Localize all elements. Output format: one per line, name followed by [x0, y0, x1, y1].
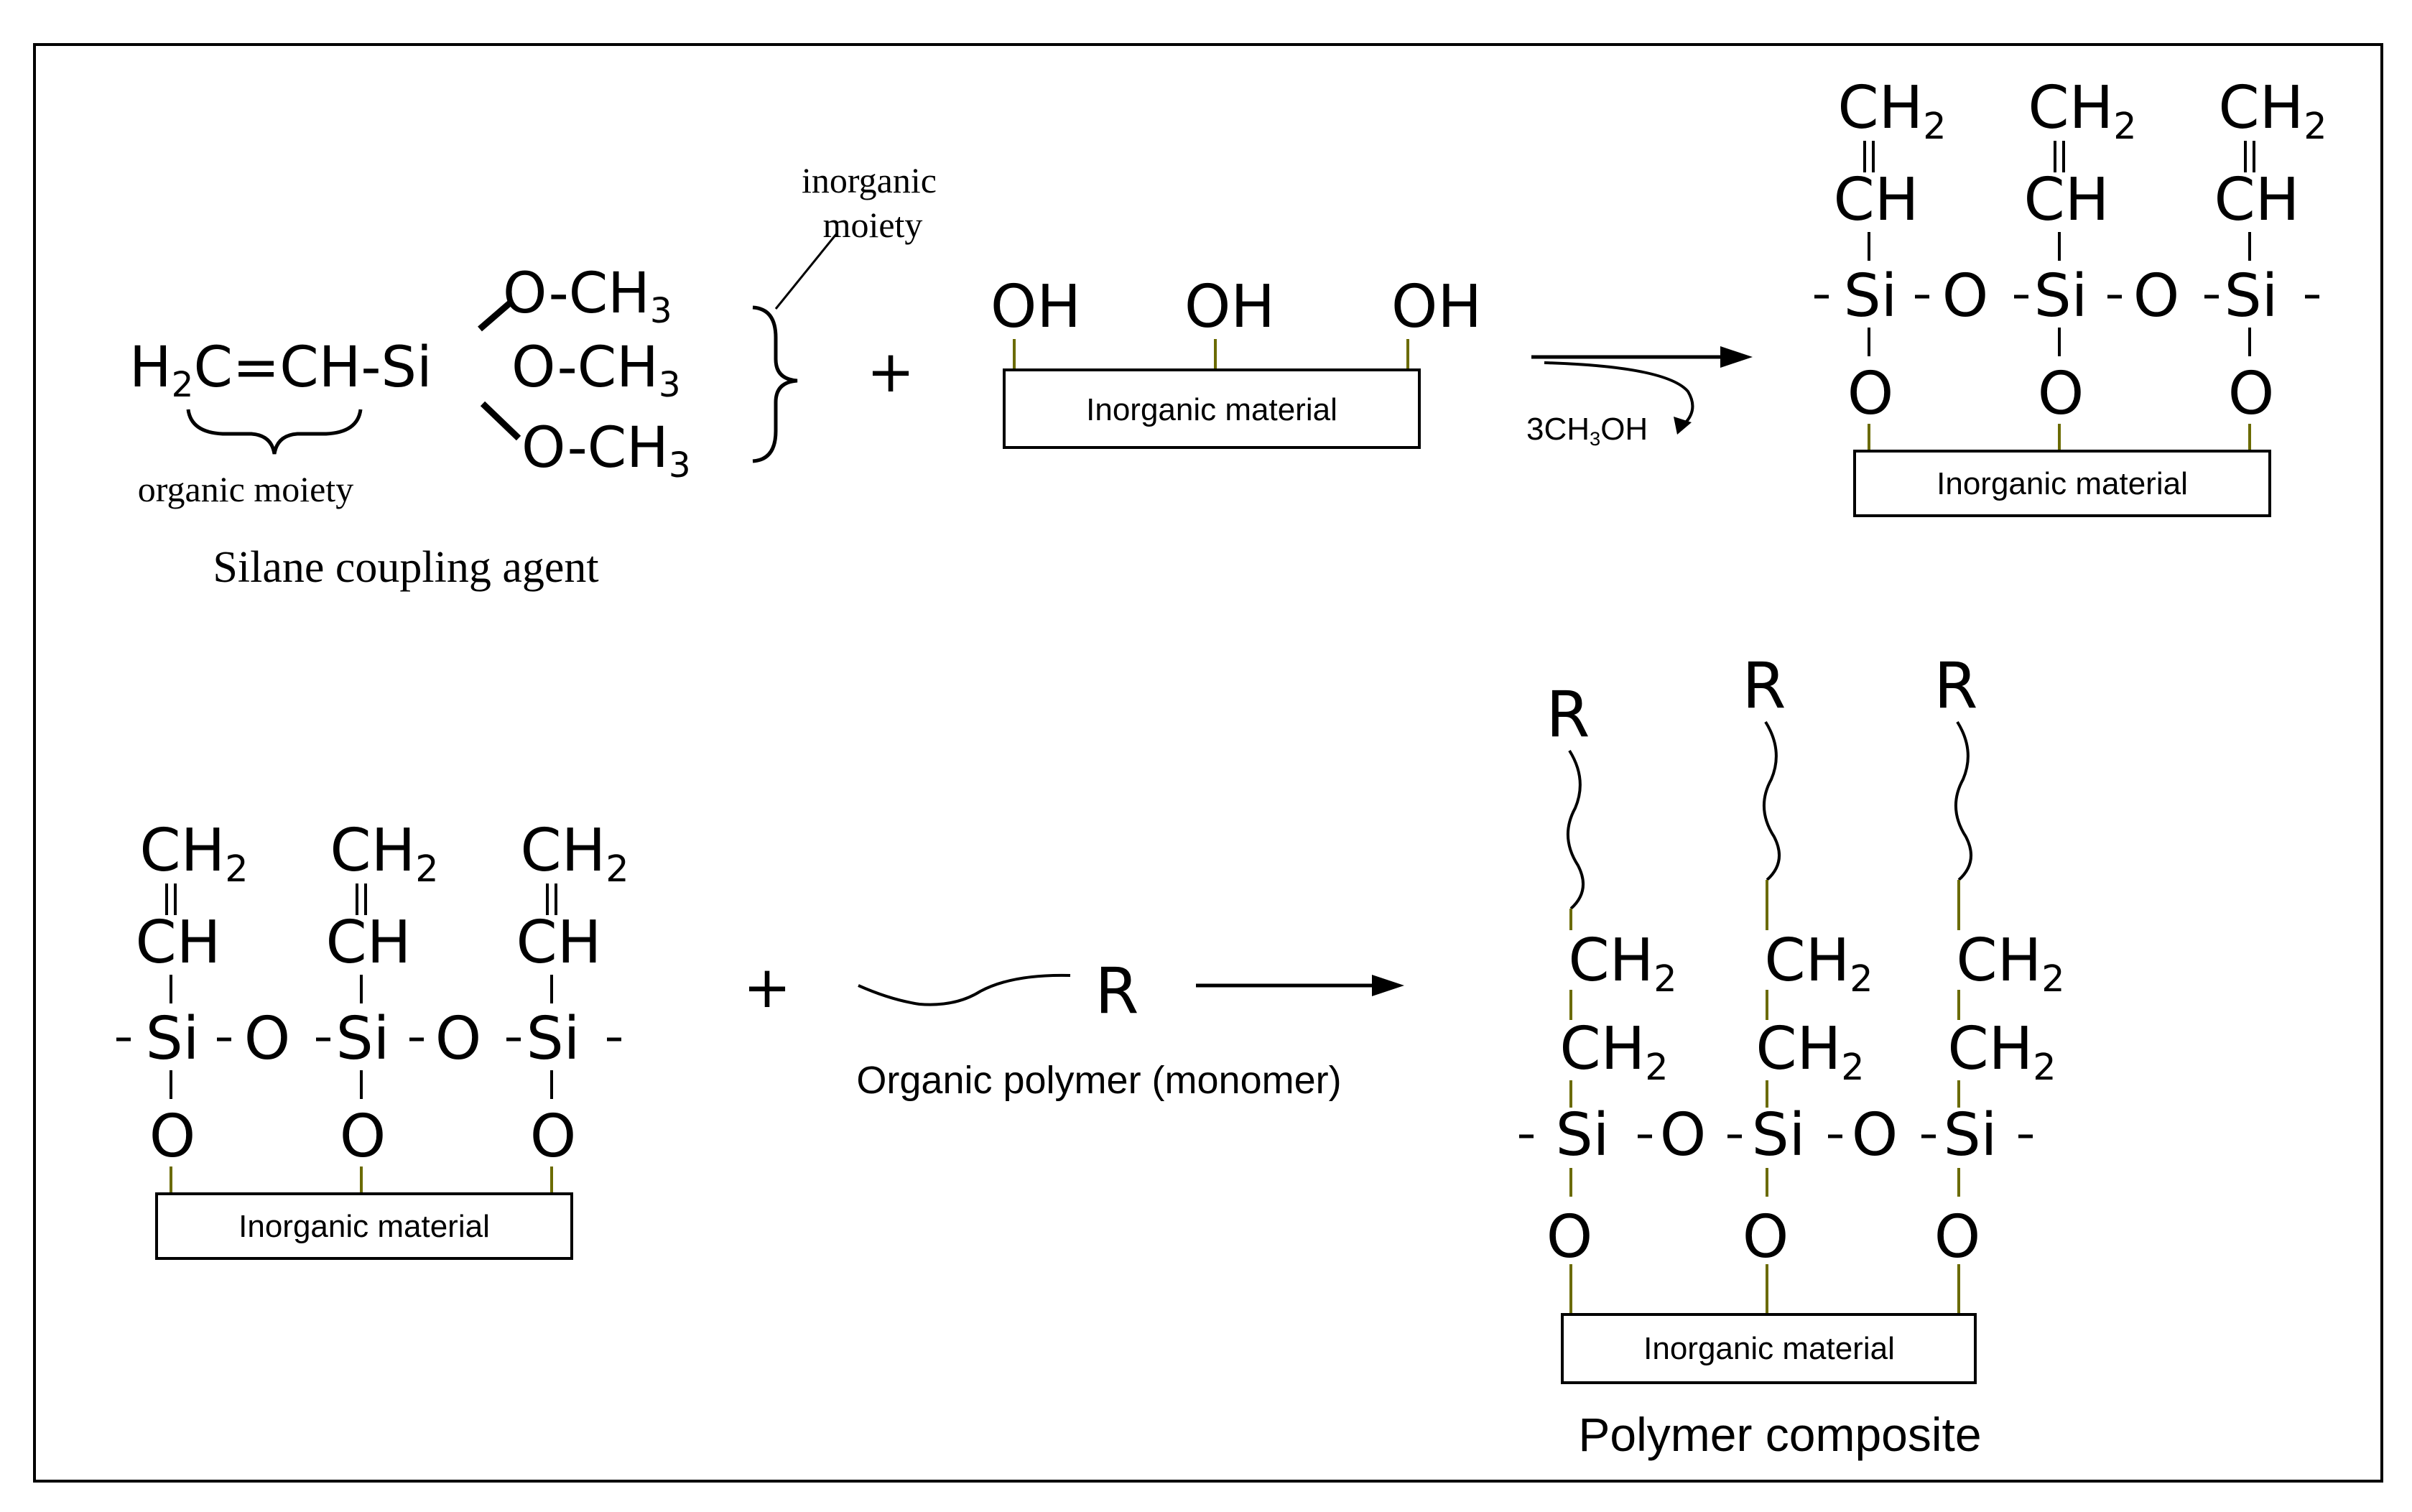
composite-si-1: Si: [1556, 1101, 1610, 1169]
inorganic-pointer: [774, 233, 838, 310]
bond-si-o-bottom: [480, 401, 521, 441]
inorganic-brace: [752, 305, 798, 463]
composite-substrate-box: [1561, 1313, 1977, 1384]
composite-ch2-lower-1: CH2: [1559, 1015, 1668, 1088]
top-vinyl-si-3: Si: [2225, 262, 2278, 330]
top-vinyl-si-2: Si: [2034, 262, 2088, 330]
monomer-caption: Organic polymer (monomer): [856, 1059, 1341, 1102]
top-vinyl-si-1: Si: [1844, 262, 1898, 330]
bottom-vinyl-substrate-box: [155, 1192, 573, 1260]
top-vinyl-ch2-1: CH2: [1837, 74, 1946, 147]
bottom-vinyl-si-3: Si: [527, 1005, 580, 1073]
hydroxylated-substrate: OH OH OH Inorganic material: [991, 273, 1482, 449]
bottom-vinyl-ch-2: CH: [326, 909, 412, 977]
bottom-vinyl-o-1: O: [149, 1103, 196, 1171]
silane-reagent: H2C=CH-Si O-CH3 O-CH3 O-CH3 inorganic mo…: [129, 160, 937, 592]
composite-si-3: Si: [1944, 1101, 1998, 1169]
monomer-r-group: R: [1095, 954, 1138, 1028]
top-vinyl-ch-1: CH: [1834, 166, 1919, 234]
bond-si-o-top: [478, 299, 514, 332]
top-vinyl-bridge-o-2: O: [2133, 262, 2180, 330]
bottom-vinyl-double-bond-3: [546, 883, 557, 915]
polymer-chain-wave: [858, 973, 1071, 1006]
reaction-arrow-top: 3CH3OH: [1526, 346, 1753, 450]
top-vinyl-substrate-box: [1853, 450, 2271, 517]
bottom-vinyl-o-2: O: [340, 1103, 386, 1171]
top-vinyl-o-1: O: [1847, 360, 1894, 428]
bottom-vinyl-ch2-1: CH2: [139, 817, 248, 890]
outer-frame: [33, 43, 2383, 1483]
bottom-vinyl-si-1: Si: [146, 1005, 200, 1073]
organic-brace: [186, 409, 363, 455]
plus-bottom: +: [743, 954, 791, 1021]
bottom-vinyl-si-2: Si: [336, 1005, 390, 1073]
composite-o-1: O: [1546, 1203, 1593, 1271]
composite-polymer-tail-1: [1567, 749, 1585, 910]
bottom-vinyl-double-bond-2: [356, 883, 367, 915]
bottom-vinyl-o-3: O: [530, 1103, 577, 1171]
substrate-box-top: [1003, 368, 1421, 449]
top-vinyl-double-bond-3: [2244, 141, 2255, 172]
bottom-vinyl-bridge-o-1: O: [244, 1005, 291, 1073]
hydroxyl-1: OH: [991, 273, 1081, 341]
composite-polymer-tail-2: [1763, 720, 1781, 881]
bottom-vinyl-ch2-2: CH2: [330, 817, 438, 890]
top-vinyl-ch2-3: CH2: [2218, 74, 2327, 147]
inorganic-moiety-line2: moiety: [823, 205, 923, 245]
reagent-formula: H2C=CH-Si: [129, 335, 432, 405]
top-vinyl-ch2-2: CH2: [2028, 74, 2136, 147]
composite-ch2-lower-3: CH2: [1947, 1015, 2056, 1088]
composite-ch2-lower-2: CH2: [1755, 1015, 1864, 1088]
composite-r-3: R: [1934, 649, 1977, 723]
composite-ch2-upper-2: CH2: [1764, 927, 1873, 1000]
top-vinyl-double-bond-1: [1863, 141, 1875, 172]
bottom-vinyl-ch-3: CH: [516, 909, 602, 977]
organic-polymer: R Organic polymer (monomer): [856, 954, 1341, 1102]
bottom-vinyl-ch-1: CH: [136, 909, 221, 977]
composite-ch2-upper-1: CH2: [1568, 927, 1676, 1000]
byproduct-label: 3CH3OH: [1526, 412, 1648, 450]
composite-o-2: O: [1743, 1203, 1789, 1271]
bottom-vinyl-double-bond-1: [165, 883, 177, 915]
composite-r-1: R: [1546, 677, 1590, 751]
top-vinyl-bridge-o-1: O: [1942, 262, 1989, 330]
bottom-vinyl-substrate-label: Inorganic material: [238, 1209, 490, 1244]
bottom-vinyl-ch2-3: CH2: [520, 817, 628, 890]
composite-r-2: R: [1742, 649, 1786, 723]
methoxy-top: O-CH3: [503, 261, 672, 331]
inorganic-moiety-line1: inorganic: [802, 160, 937, 200]
composite-substrate-label: Inorganic material: [1643, 1331, 1895, 1366]
composite-polymer-tail-3: [1954, 720, 1972, 881]
composite-o-3: O: [1934, 1203, 1981, 1271]
composite-caption: Polymer composite: [1578, 1408, 1981, 1461]
silane-caption: Silane coupling agent: [213, 543, 598, 592]
reaction-arrow-bottom: [1196, 975, 1404, 996]
hydroxyl-2: OH: [1184, 273, 1275, 341]
top-vinyl-o-2: O: [2038, 360, 2084, 428]
bottom-vinyl-bridge-o-2: O: [435, 1005, 482, 1073]
top-vinyl-double-bond-2: [2054, 141, 2065, 172]
top-vinyl-ch-3: CH: [2214, 166, 2300, 234]
hydroxyl-3: OH: [1391, 273, 1482, 341]
methoxy-middle: O-CH3: [511, 335, 681, 405]
composite-bridge-o-2: O: [1852, 1101, 1898, 1169]
top-vinyl-o-3: O: [2228, 360, 2275, 428]
organic-moiety-label: organic moiety: [138, 469, 353, 509]
composite-ch2-upper-3: CH2: [1956, 927, 2064, 1000]
composite-bridge-o-1: O: [1660, 1101, 1707, 1169]
top-vinyl-substrate-label: Inorganic material: [1936, 466, 2188, 501]
top-vinyl-ch-2: CH: [2024, 166, 2110, 234]
methoxy-bottom: O-CH3: [521, 416, 691, 486]
substrate-label-top: Inorganic material: [1086, 392, 1337, 427]
composite-si-2: Si: [1752, 1101, 1806, 1169]
plus-top: +: [866, 338, 914, 405]
